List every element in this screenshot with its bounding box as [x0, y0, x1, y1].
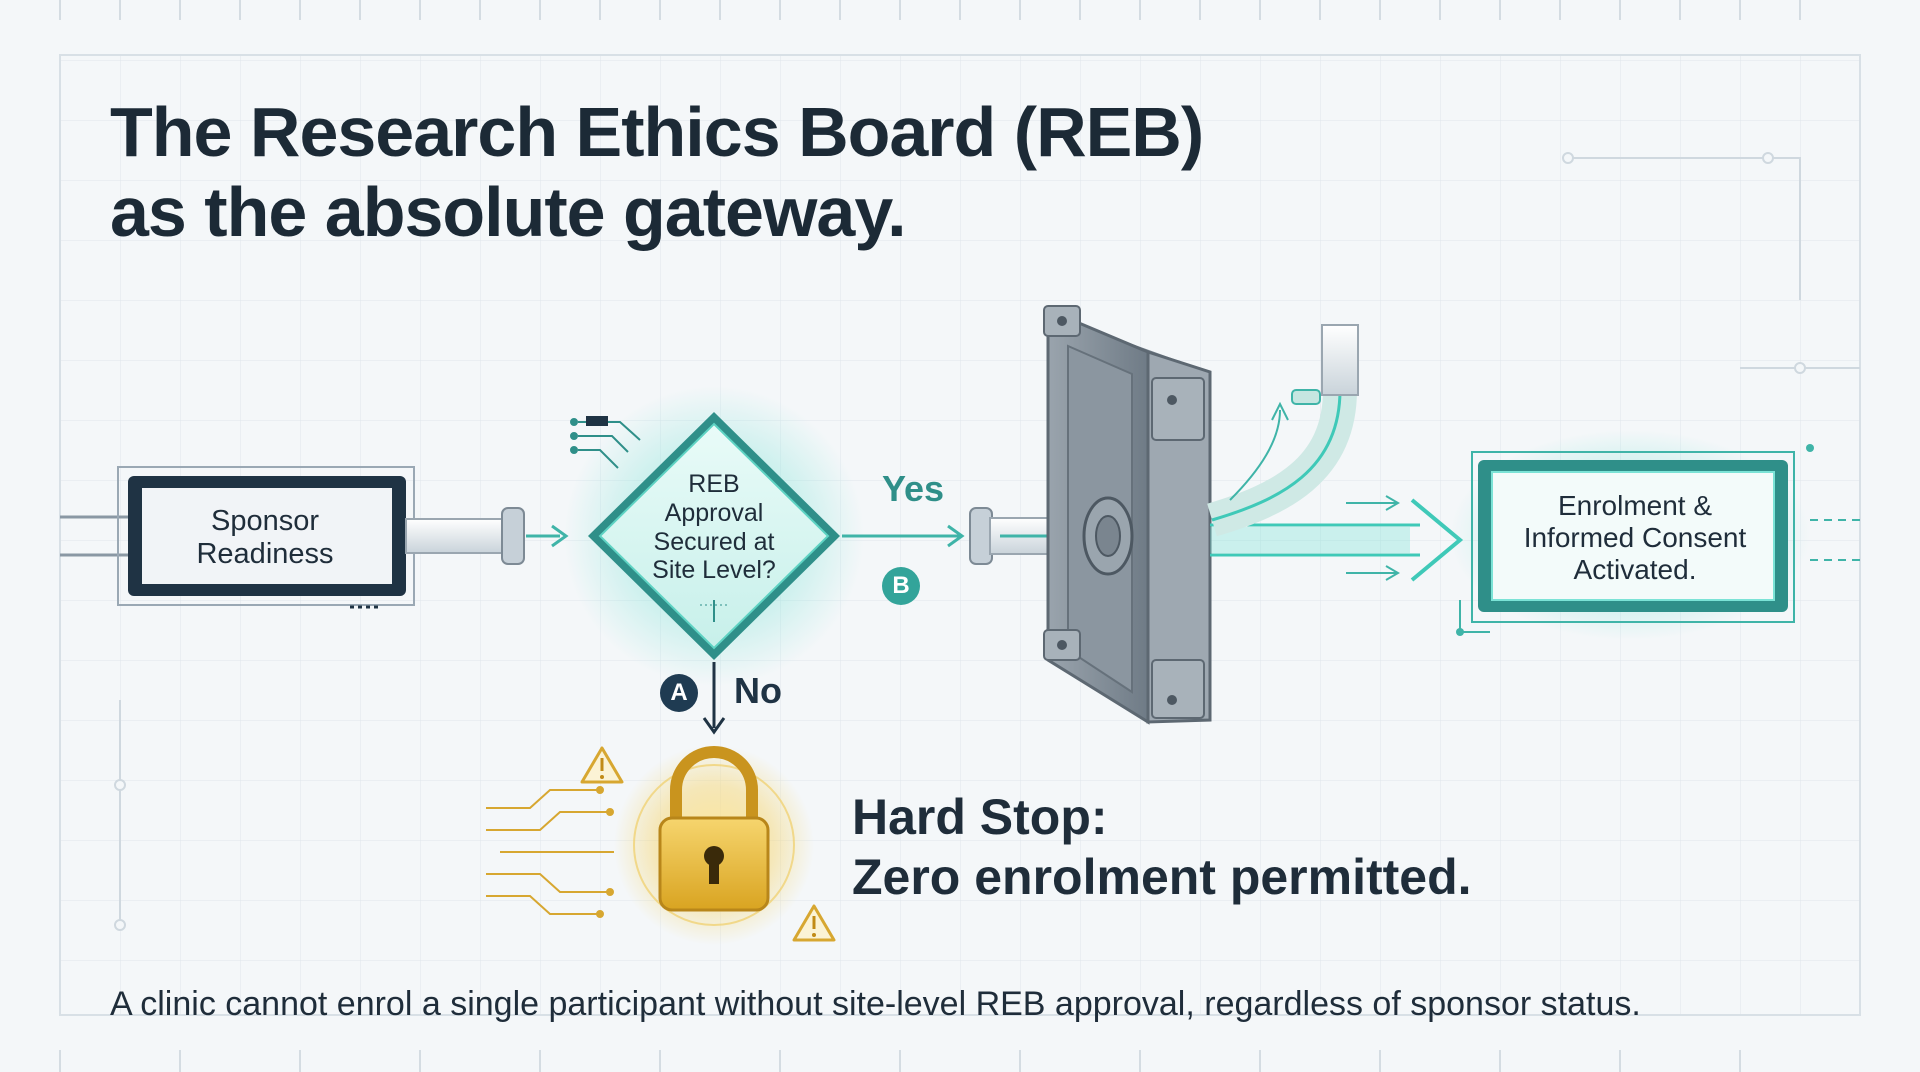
decision-line4: Site Level?	[652, 556, 776, 585]
gate-icon	[1043, 305, 1212, 725]
pipe-to-decision	[405, 507, 569, 565]
outcome-line3: Activated.	[1573, 554, 1697, 586]
outcome-line2: Informed Consent	[1523, 522, 1747, 554]
input-line	[60, 515, 128, 557]
outcome-box	[1450, 430, 1860, 640]
yes-label: Yes	[882, 468, 945, 509]
warning-icon	[792, 904, 836, 942]
sponsor-line1: Sponsor	[210, 505, 319, 537]
page-title-line2: as the absolute gateway.	[110, 173, 907, 251]
lock-circuit	[486, 786, 614, 918]
padlock-icon	[614, 745, 814, 945]
badge-b: B	[882, 567, 920, 605]
decision-line1: REB	[688, 470, 740, 498]
no-arrow	[702, 662, 726, 735]
badge-a: A	[660, 674, 698, 712]
decision-label: REB Approval Secured at Site Level?	[624, 470, 804, 585]
no-label: No	[734, 670, 782, 711]
sponsor-readiness-box	[117, 466, 415, 609]
warning-icon	[580, 746, 624, 784]
sponsor-readiness-label: Sponsor Readiness	[140, 505, 390, 572]
footer-caption: A clinic cannot enrol a single participa…	[110, 985, 1641, 1023]
decision-line3: Secured at	[653, 527, 775, 556]
hard-stop-detail: Zero enrolment permitted.	[852, 849, 1472, 905]
output-flow	[1207, 324, 1464, 582]
outcome-label: Enrolment & Informed Consent Activated.	[1490, 490, 1780, 587]
decision-line2: Approval	[664, 498, 764, 527]
ruler-ticks	[59, 0, 1801, 1072]
sponsor-line2: Readiness	[196, 538, 334, 571]
outcome-line1: Enrolment &	[1557, 490, 1713, 521]
decision-diamond	[564, 386, 864, 686]
hard-stop-heading: Hard Stop:	[852, 789, 1108, 845]
page-title-line1: The Research Ethics Board (REB)	[110, 93, 1204, 171]
